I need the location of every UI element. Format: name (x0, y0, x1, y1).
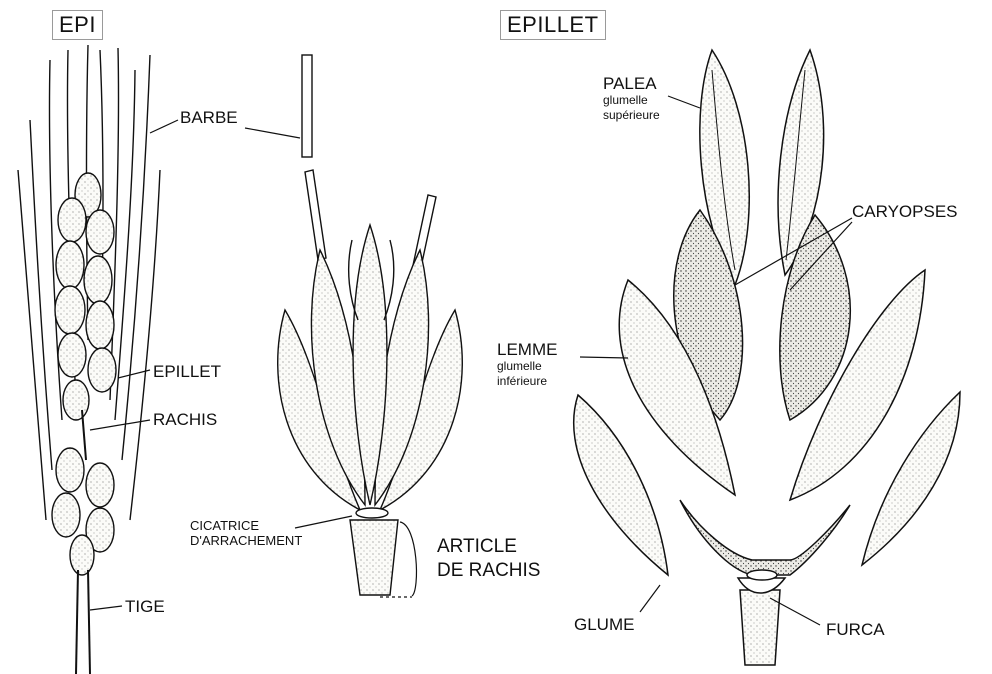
label-palea: PALEA glumelle supérieure (603, 74, 660, 123)
label-cicatrice: CICATRICE D'ARRACHEMENT (190, 518, 302, 548)
cicatrice-line1: CICATRICE (190, 518, 259, 533)
label-glume: GLUME (574, 615, 634, 634)
label-caryopses: CARYOPSES (852, 202, 958, 221)
label-lemme: LEMME glumelle inférieure (497, 340, 557, 389)
label-barbe: BARBE (180, 108, 238, 127)
lemme-title: LEMME (497, 340, 557, 359)
label-tige: TIGE (125, 597, 165, 616)
epi-title: EPI (52, 10, 103, 40)
label-rachis: RACHIS (153, 410, 217, 429)
lemme-sub1: glumelle (497, 359, 557, 374)
wheat-ear-illustration (18, 45, 178, 674)
spikelet-detail-illustration (245, 55, 462, 597)
label-epillet: EPILLET (153, 362, 221, 381)
article-line2: DE RACHIS (437, 560, 540, 581)
palea-title: PALEA (603, 74, 657, 93)
epillet-title: EPILLET (500, 10, 606, 40)
lemme-sub2: inférieure (497, 374, 557, 389)
article-line1: ARTICLE (437, 536, 517, 557)
palea-sub2: supérieure (603, 108, 660, 123)
palea-sub1: glumelle (603, 93, 660, 108)
spikelet-exploded-illustration (574, 50, 960, 665)
cicatrice-line2: D'ARRACHEMENT (190, 533, 302, 548)
label-article-de-rachis: ARTICLE DE RACHIS (437, 535, 540, 583)
label-furca: FURCA (826, 620, 885, 639)
